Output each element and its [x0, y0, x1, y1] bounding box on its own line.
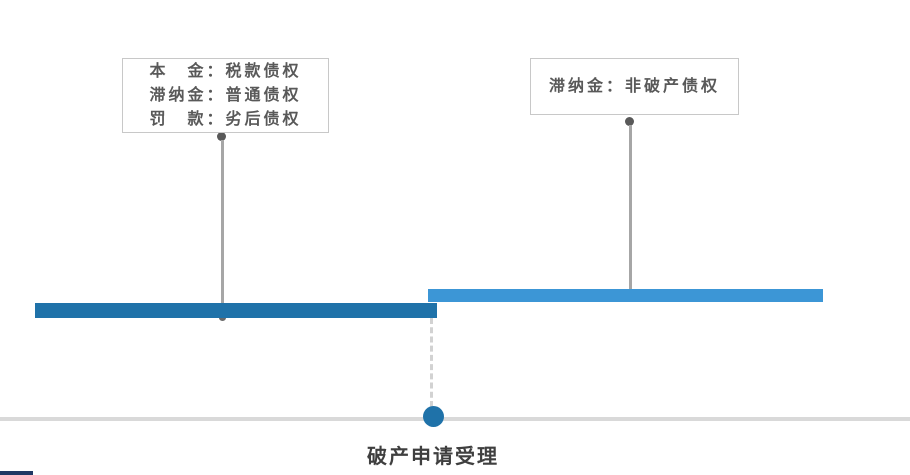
event-marker-dot: [423, 406, 444, 427]
right-callout-line-late-fee: 滞纳金：非破产债权: [548, 77, 720, 95]
left-callout-line-principal: 本 金：税款债权: [149, 62, 302, 80]
left-callout-line-late-fee: 滞纳金：普通债权: [149, 86, 302, 104]
left-callout-box: 本 金：税款债权 滞纳金：普通债权 罚 款：劣后债权: [122, 58, 329, 133]
left-connector-dot: [217, 132, 226, 141]
left-callout-line-fine: 罚 款：劣后债权: [149, 110, 302, 128]
event-dashed-drop-line: [430, 318, 433, 407]
right-connector-dot: [625, 117, 634, 126]
bottom-left-stub-line: [0, 471, 33, 475]
post-acceptance-period-bar: [428, 289, 823, 302]
left-connector-line: [221, 140, 224, 317]
pre-acceptance-period-bar: [35, 303, 437, 318]
right-callout-box: 滞纳金：非破产债权: [530, 58, 739, 115]
timeline-axis: [0, 417, 910, 421]
event-label: 破产申请受理: [367, 446, 499, 468]
left-connector-endcap-dot: [218, 315, 226, 321]
right-connector-line: [629, 125, 632, 290]
